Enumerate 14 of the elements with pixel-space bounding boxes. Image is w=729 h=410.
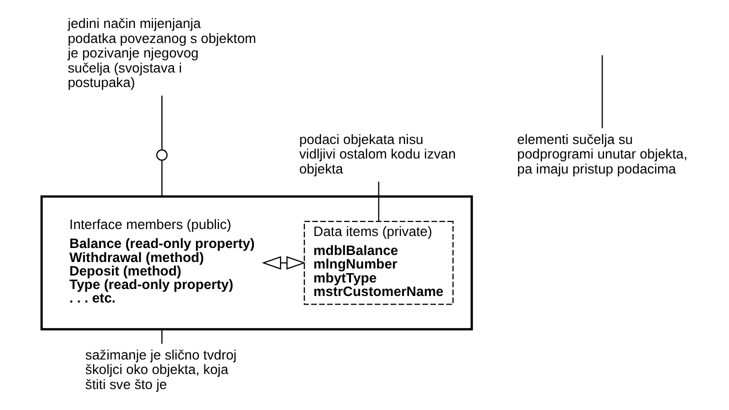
connector [161,96,162,150]
node-box: Data items (private) mdblBalance mlngNumber mbytType mstrCustomerName [304,220,454,305]
cluster [40,195,473,330]
connector [378,182,380,222]
node-text: sažimanje je slično tvdroj školjci oko objekta, koja štiti sve što je [85,347,237,392]
node-text: jedini način mijenjanja podatka povezanog s objektom je pozivanje njegovog sučelja (svojstava i postupaka) [68,16,256,90]
arrow [262,256,306,270]
connector [161,160,162,196]
connector [602,55,603,128]
connector [161,329,162,344]
node-text: podaci objekata nisu vidljivi ostalom kodu izvan objekta [299,132,456,176]
node-circle [156,149,168,161]
node-text: Interface members (public) Balance (read-only property) Withdrawal (method) Deposit (method) Type (read-only property) . . . etc. [69,216,255,306]
node-text: elementi sučelja su podprogrami unutar objekta, pa imaju pristup podacima [517,132,688,176]
